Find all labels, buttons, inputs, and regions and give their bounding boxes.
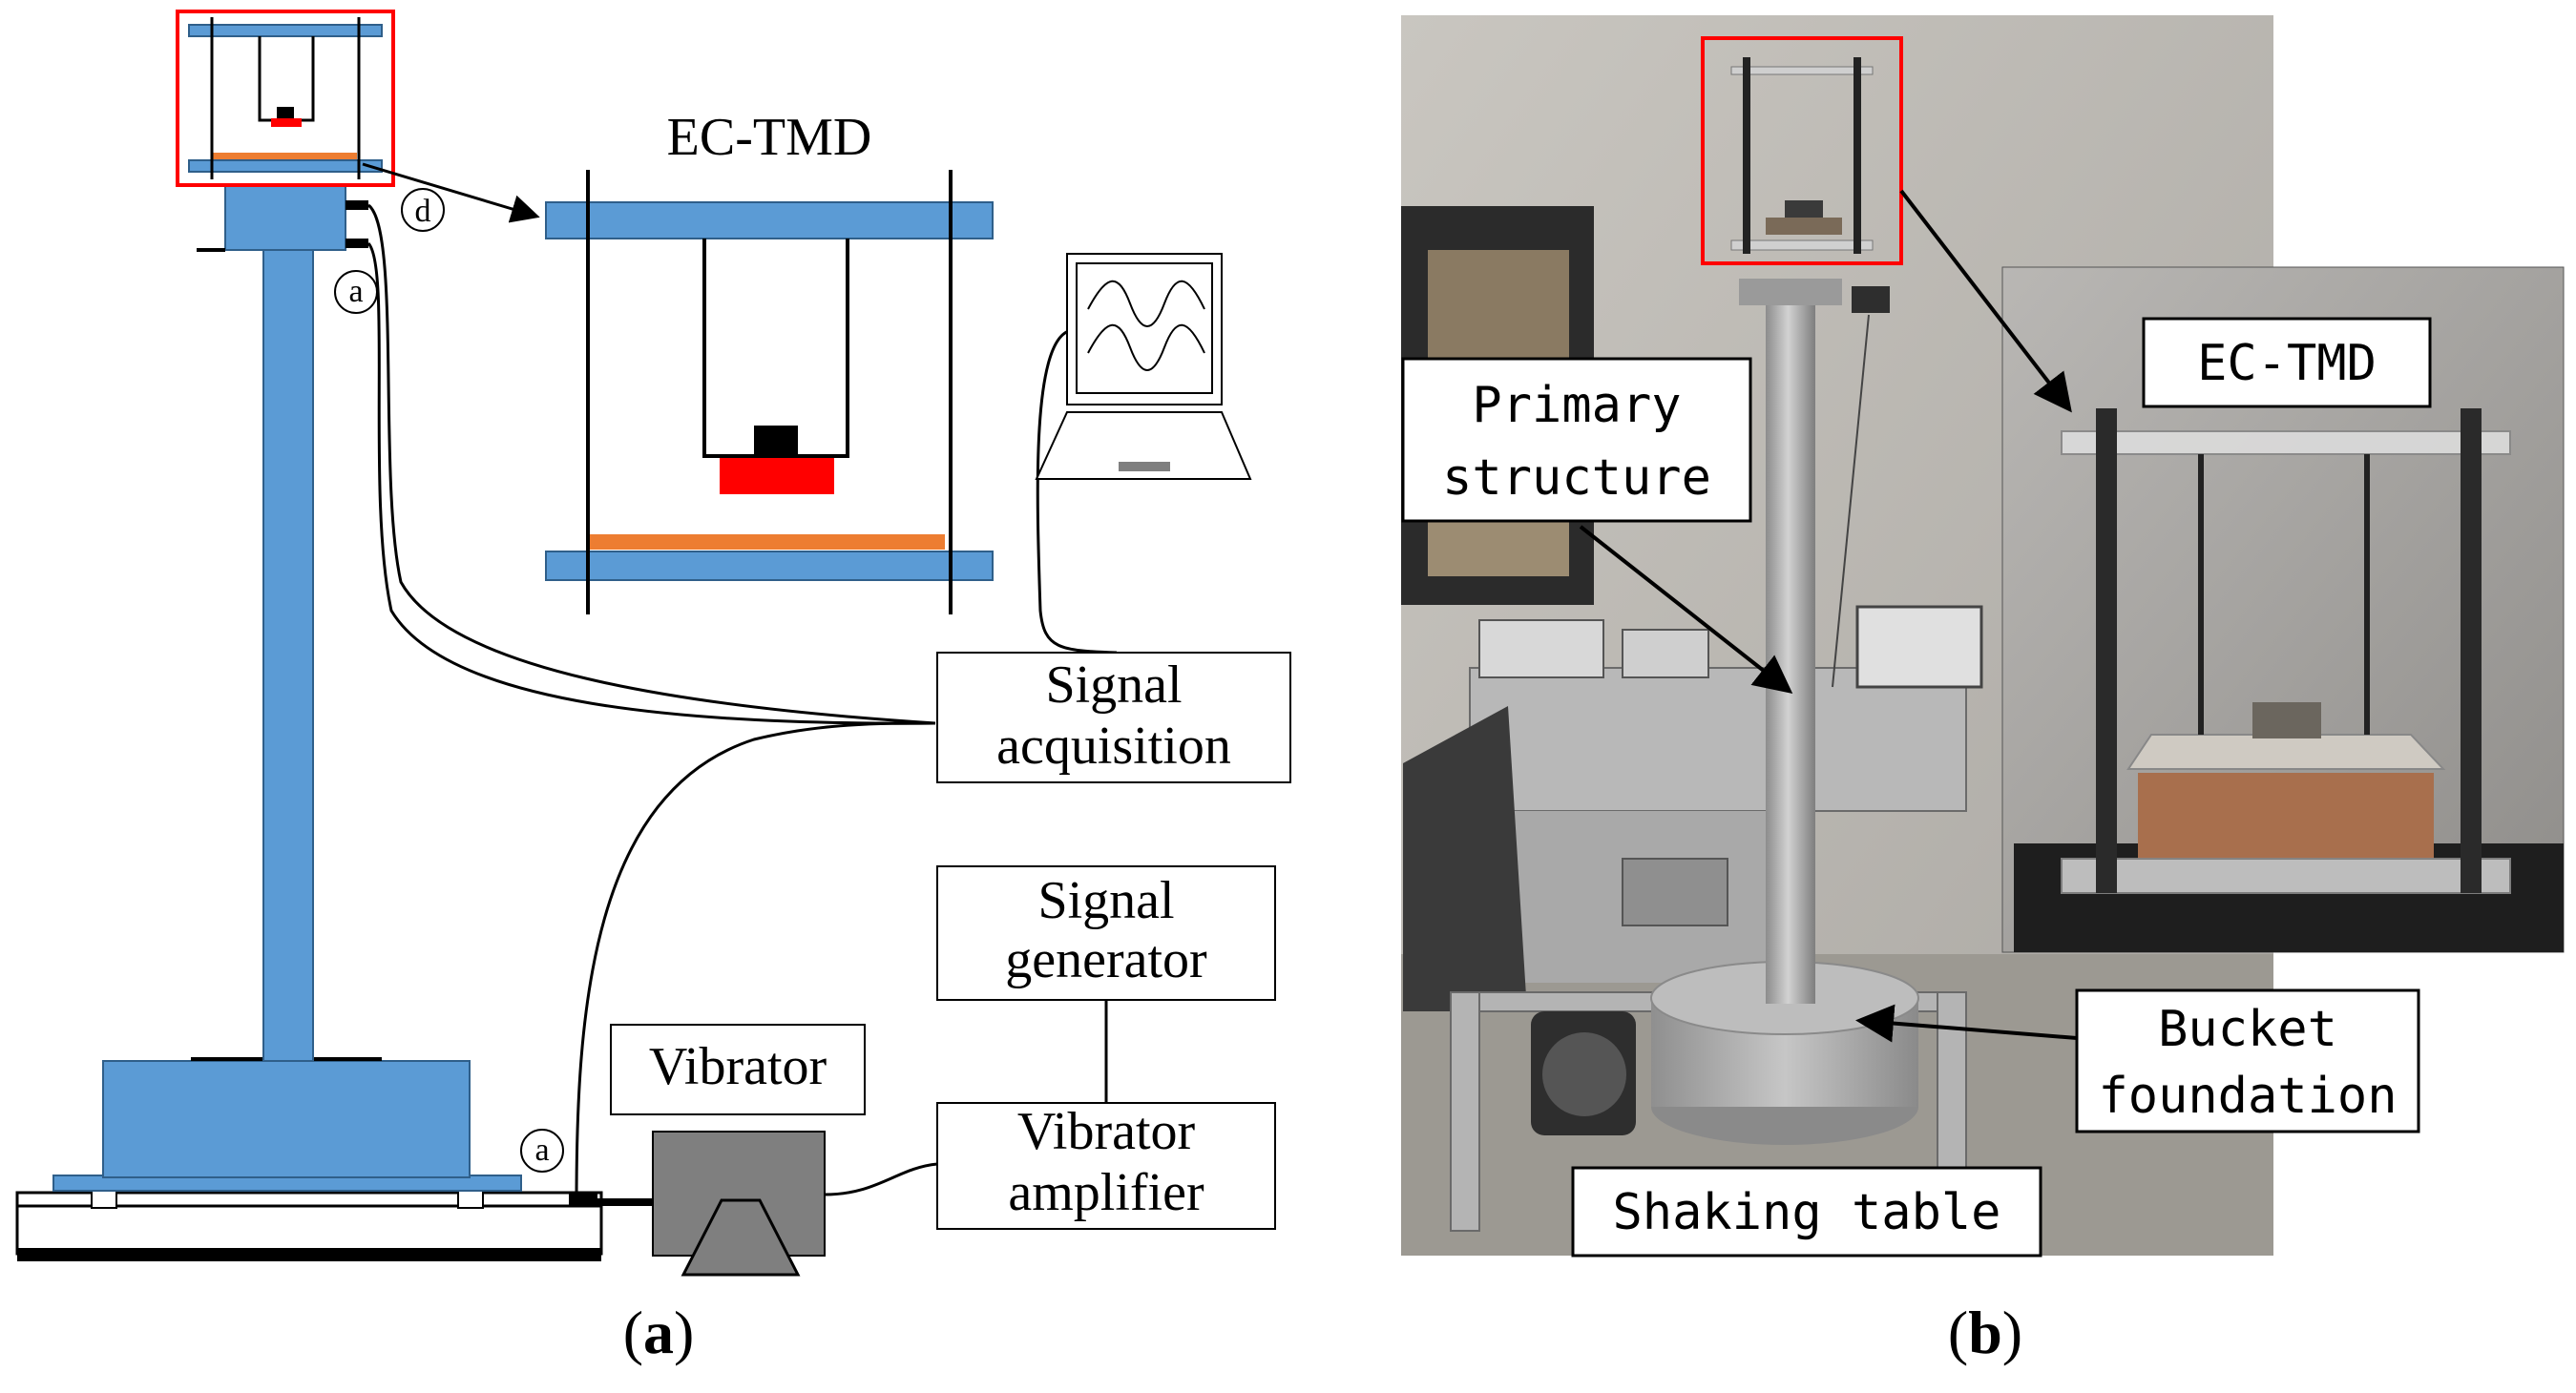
- ec-tmd-small: [188, 17, 383, 179]
- vibrator-device: [597, 1131, 938, 1277]
- bucket-foundation-block: [102, 1060, 471, 1178]
- highlight-box-a: [176, 10, 395, 187]
- caption-b: (b): [1948, 1299, 2022, 1366]
- threaded-rod-left: [2096, 408, 2117, 893]
- signal-generator-box: Signal generator: [936, 865, 1276, 1001]
- svg-text:acquisition: acquisition: [996, 717, 1231, 776]
- svg-text:a: a: [534, 1133, 549, 1168]
- ec-tmd-enlarged: [545, 170, 994, 614]
- cable-sensor-a-top: [367, 241, 936, 725]
- svg-text:Signal: Signal: [1037, 871, 1174, 930]
- caption-a: (a): [623, 1299, 695, 1366]
- sensor-label-a-top: a: [334, 270, 378, 314]
- cable-sensor-d: [367, 203, 936, 725]
- arrow-to-inset: [1899, 189, 2072, 413]
- panel-a-schematic: EC-TMD d a a Sign: [15, 10, 1291, 1366]
- vibrator-amplifier-box: Vibrator amplifier: [936, 1102, 1276, 1230]
- tower-top-block: [224, 184, 346, 251]
- svg-text:Vibrator: Vibrator: [1017, 1102, 1196, 1161]
- sensor-a-top: [346, 239, 368, 248]
- svg-text:d: d: [415, 194, 431, 229]
- highlight-box-b: [1701, 36, 1903, 265]
- svg-text:Primary: Primary: [1472, 377, 1681, 434]
- label-shaking-table: Shaking table: [1571, 1166, 2042, 1258]
- threaded-rod-right: [2461, 408, 2482, 893]
- signal-acquisition-box: Signal acquisition: [936, 652, 1291, 783]
- svg-text:structure: structure: [1442, 449, 1711, 507]
- svg-text:Bucket: Bucket: [2158, 1001, 2337, 1058]
- lab-bench: [1469, 667, 1967, 812]
- label-primary-structure: Primary structure: [1401, 357, 1752, 523]
- sensor-d: [346, 200, 368, 210]
- svg-text:foundation: foundation: [2098, 1068, 2397, 1125]
- ec-tmd-on-pole: [1730, 57, 1874, 254]
- chair: [1403, 706, 1527, 1011]
- svg-text:amplifier: amplifier: [1008, 1163, 1204, 1222]
- zoom-arrow-a: [362, 162, 540, 223]
- tower-column: [262, 247, 314, 1062]
- svg-text:Shaking table: Shaking table: [1613, 1184, 2001, 1241]
- cable-sensor-a-bottom: [575, 721, 936, 1203]
- svg-text:a: a: [348, 274, 363, 309]
- vibrator-label-box: Vibrator: [610, 1024, 866, 1115]
- copper-plate: [2138, 773, 2434, 859]
- svg-text:Vibrator: Vibrator: [649, 1037, 827, 1096]
- label-bucket-foundation: Bucket foundation: [2075, 988, 2420, 1133]
- sensor-label-a-bottom: a: [520, 1129, 564, 1173]
- svg-text:generator: generator: [1005, 930, 1207, 989]
- cable-laptop: [1036, 328, 1118, 655]
- svg-text:Signal: Signal: [1045, 655, 1182, 715]
- panel-b-photo: Primary structure EC-TMD Bucket foundati…: [1401, 15, 2565, 1366]
- arrow-bucket-foundation: [1855, 1004, 2078, 1043]
- sensor-label-d: d: [401, 188, 445, 232]
- shaking-table-foot: [17, 1248, 601, 1261]
- label-ec-tmd: EC-TMD: [2142, 317, 2432, 408]
- laptop-icon: [1035, 253, 1252, 480]
- svg-text:EC-TMD: EC-TMD: [2197, 335, 2377, 392]
- steel-pole: [1766, 303, 1815, 1004]
- ec-tmd-title-a: EC-TMD: [667, 108, 872, 167]
- arrow-primary-structure: [1579, 525, 1793, 694]
